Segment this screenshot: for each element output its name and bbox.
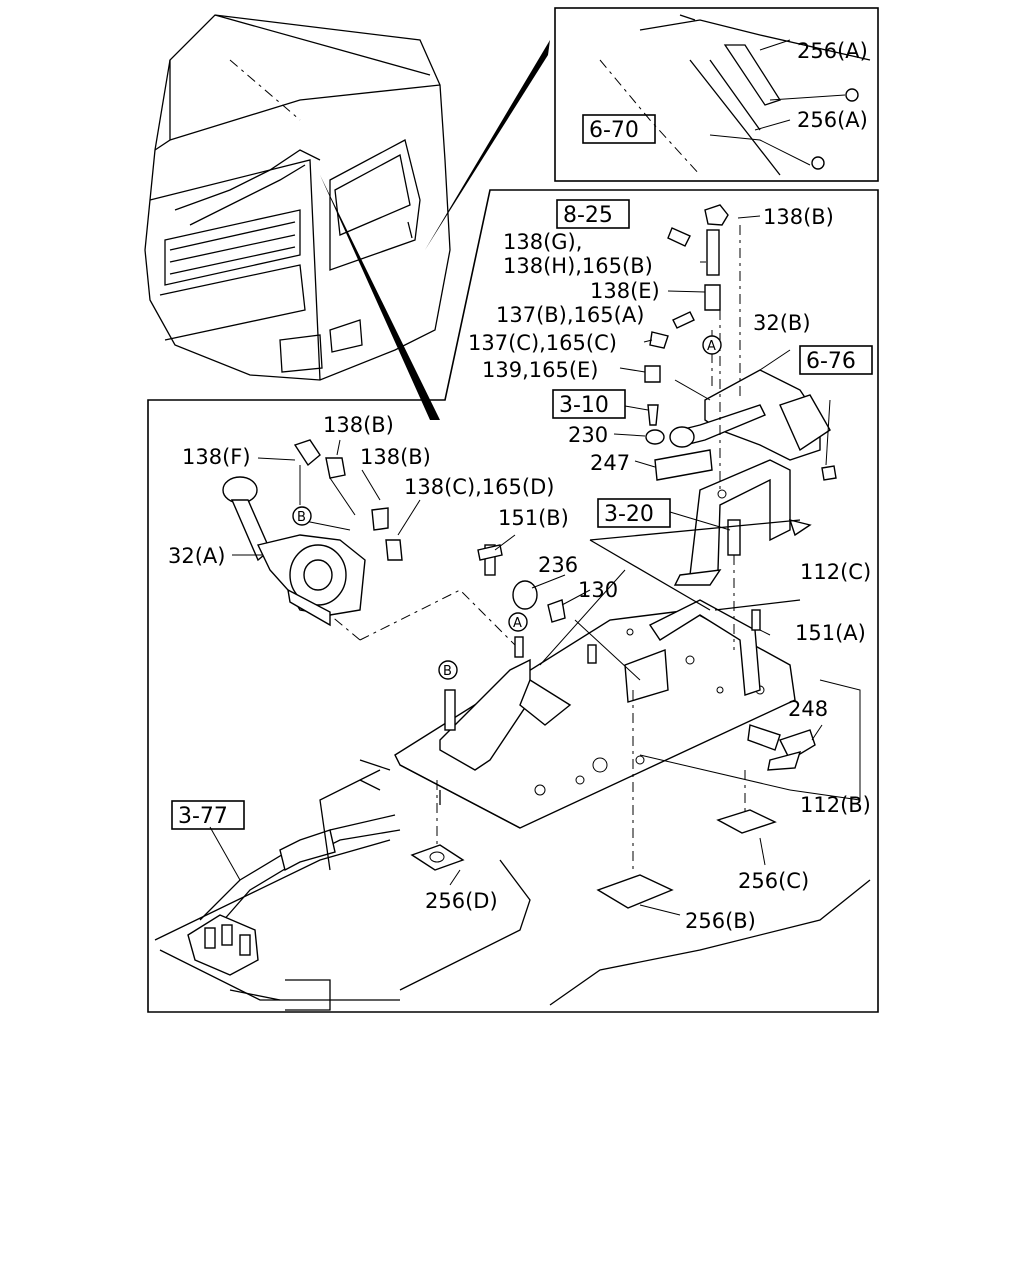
hose-assembly bbox=[154, 759, 871, 1011]
label-151B: 151(B) bbox=[498, 506, 569, 530]
reference-boxes: 6-70 8-25 3-10 6-76 3-20 3-77 bbox=[171, 114, 873, 830]
label-138G: 138(G), bbox=[503, 230, 582, 254]
label-256D: 256(D) bbox=[425, 889, 498, 913]
ref-3-77: 3-77 bbox=[178, 804, 228, 829]
callout-wedge-main bbox=[320, 175, 440, 420]
label-130: 130 bbox=[578, 578, 618, 602]
ref-box-3-77 bbox=[171, 800, 245, 830]
label-236: 236 bbox=[538, 553, 578, 577]
ref-box-6-76 bbox=[799, 345, 873, 375]
ref-box-3-20 bbox=[597, 498, 671, 528]
label-256B: 256(B) bbox=[685, 909, 756, 933]
truck-cab-illustration bbox=[144, 14, 550, 420]
label-248: 248 bbox=[788, 697, 828, 721]
marker-a-top: A bbox=[707, 339, 716, 354]
ref-box-8-25 bbox=[556, 199, 630, 229]
marker-a-mid: A bbox=[513, 616, 522, 631]
label-138C-165D: 138(C),165(D) bbox=[404, 475, 554, 499]
label-256A-2: 256(A) bbox=[797, 108, 868, 132]
label-32B: 32(B) bbox=[753, 311, 811, 335]
ref-3-10: 3-10 bbox=[559, 393, 609, 418]
ref-box-3-10 bbox=[552, 389, 626, 419]
label-151A: 151(A) bbox=[795, 621, 866, 645]
label-32A: 32(A) bbox=[168, 544, 225, 568]
ref-3-20: 3-20 bbox=[604, 502, 654, 527]
inset-detail bbox=[599, 14, 871, 176]
label-138F: 138(F) bbox=[182, 445, 251, 469]
label-138E: 138(E) bbox=[590, 279, 660, 303]
part-labels: 256(A) 256(A) 138(B) 138(G), 138(H),165(… bbox=[168, 39, 871, 933]
label-112C: 112(C) bbox=[800, 560, 871, 584]
ref-6-76: 6-76 bbox=[806, 349, 856, 374]
main-frame bbox=[147, 189, 879, 1013]
label-138B-mid1: 138(B) bbox=[323, 413, 394, 437]
label-256A-1: 256(A) bbox=[797, 39, 868, 63]
label-247: 247 bbox=[590, 451, 630, 475]
label-138H-165B: 138(H),165(B) bbox=[503, 254, 653, 278]
ref-6-70: 6-70 bbox=[589, 118, 639, 143]
marker-b-left: B bbox=[297, 510, 306, 525]
label-138B-mid2: 138(B) bbox=[360, 445, 431, 469]
label-137C-165C: 137(C),165(C) bbox=[468, 331, 617, 355]
label-112B: 112(B) bbox=[800, 793, 871, 817]
inset-frame bbox=[554, 7, 879, 182]
label-139-165E: 139,165(E) bbox=[482, 358, 599, 382]
mid-parts: A B bbox=[410, 519, 861, 916]
label-137B-165A: 137(B),165(A) bbox=[496, 303, 644, 327]
ref-8-25: 8-25 bbox=[563, 203, 613, 228]
label-230: 230 bbox=[568, 423, 608, 447]
marker-b-mid: B bbox=[443, 664, 452, 679]
mounting-plate bbox=[394, 599, 796, 829]
left-valve-assembly: B bbox=[222, 439, 521, 651]
ref-box-6-70 bbox=[582, 114, 656, 144]
label-138B-top: 138(B) bbox=[763, 205, 834, 229]
label-256C: 256(C) bbox=[738, 869, 809, 893]
callout-wedge-inset bbox=[425, 40, 550, 250]
